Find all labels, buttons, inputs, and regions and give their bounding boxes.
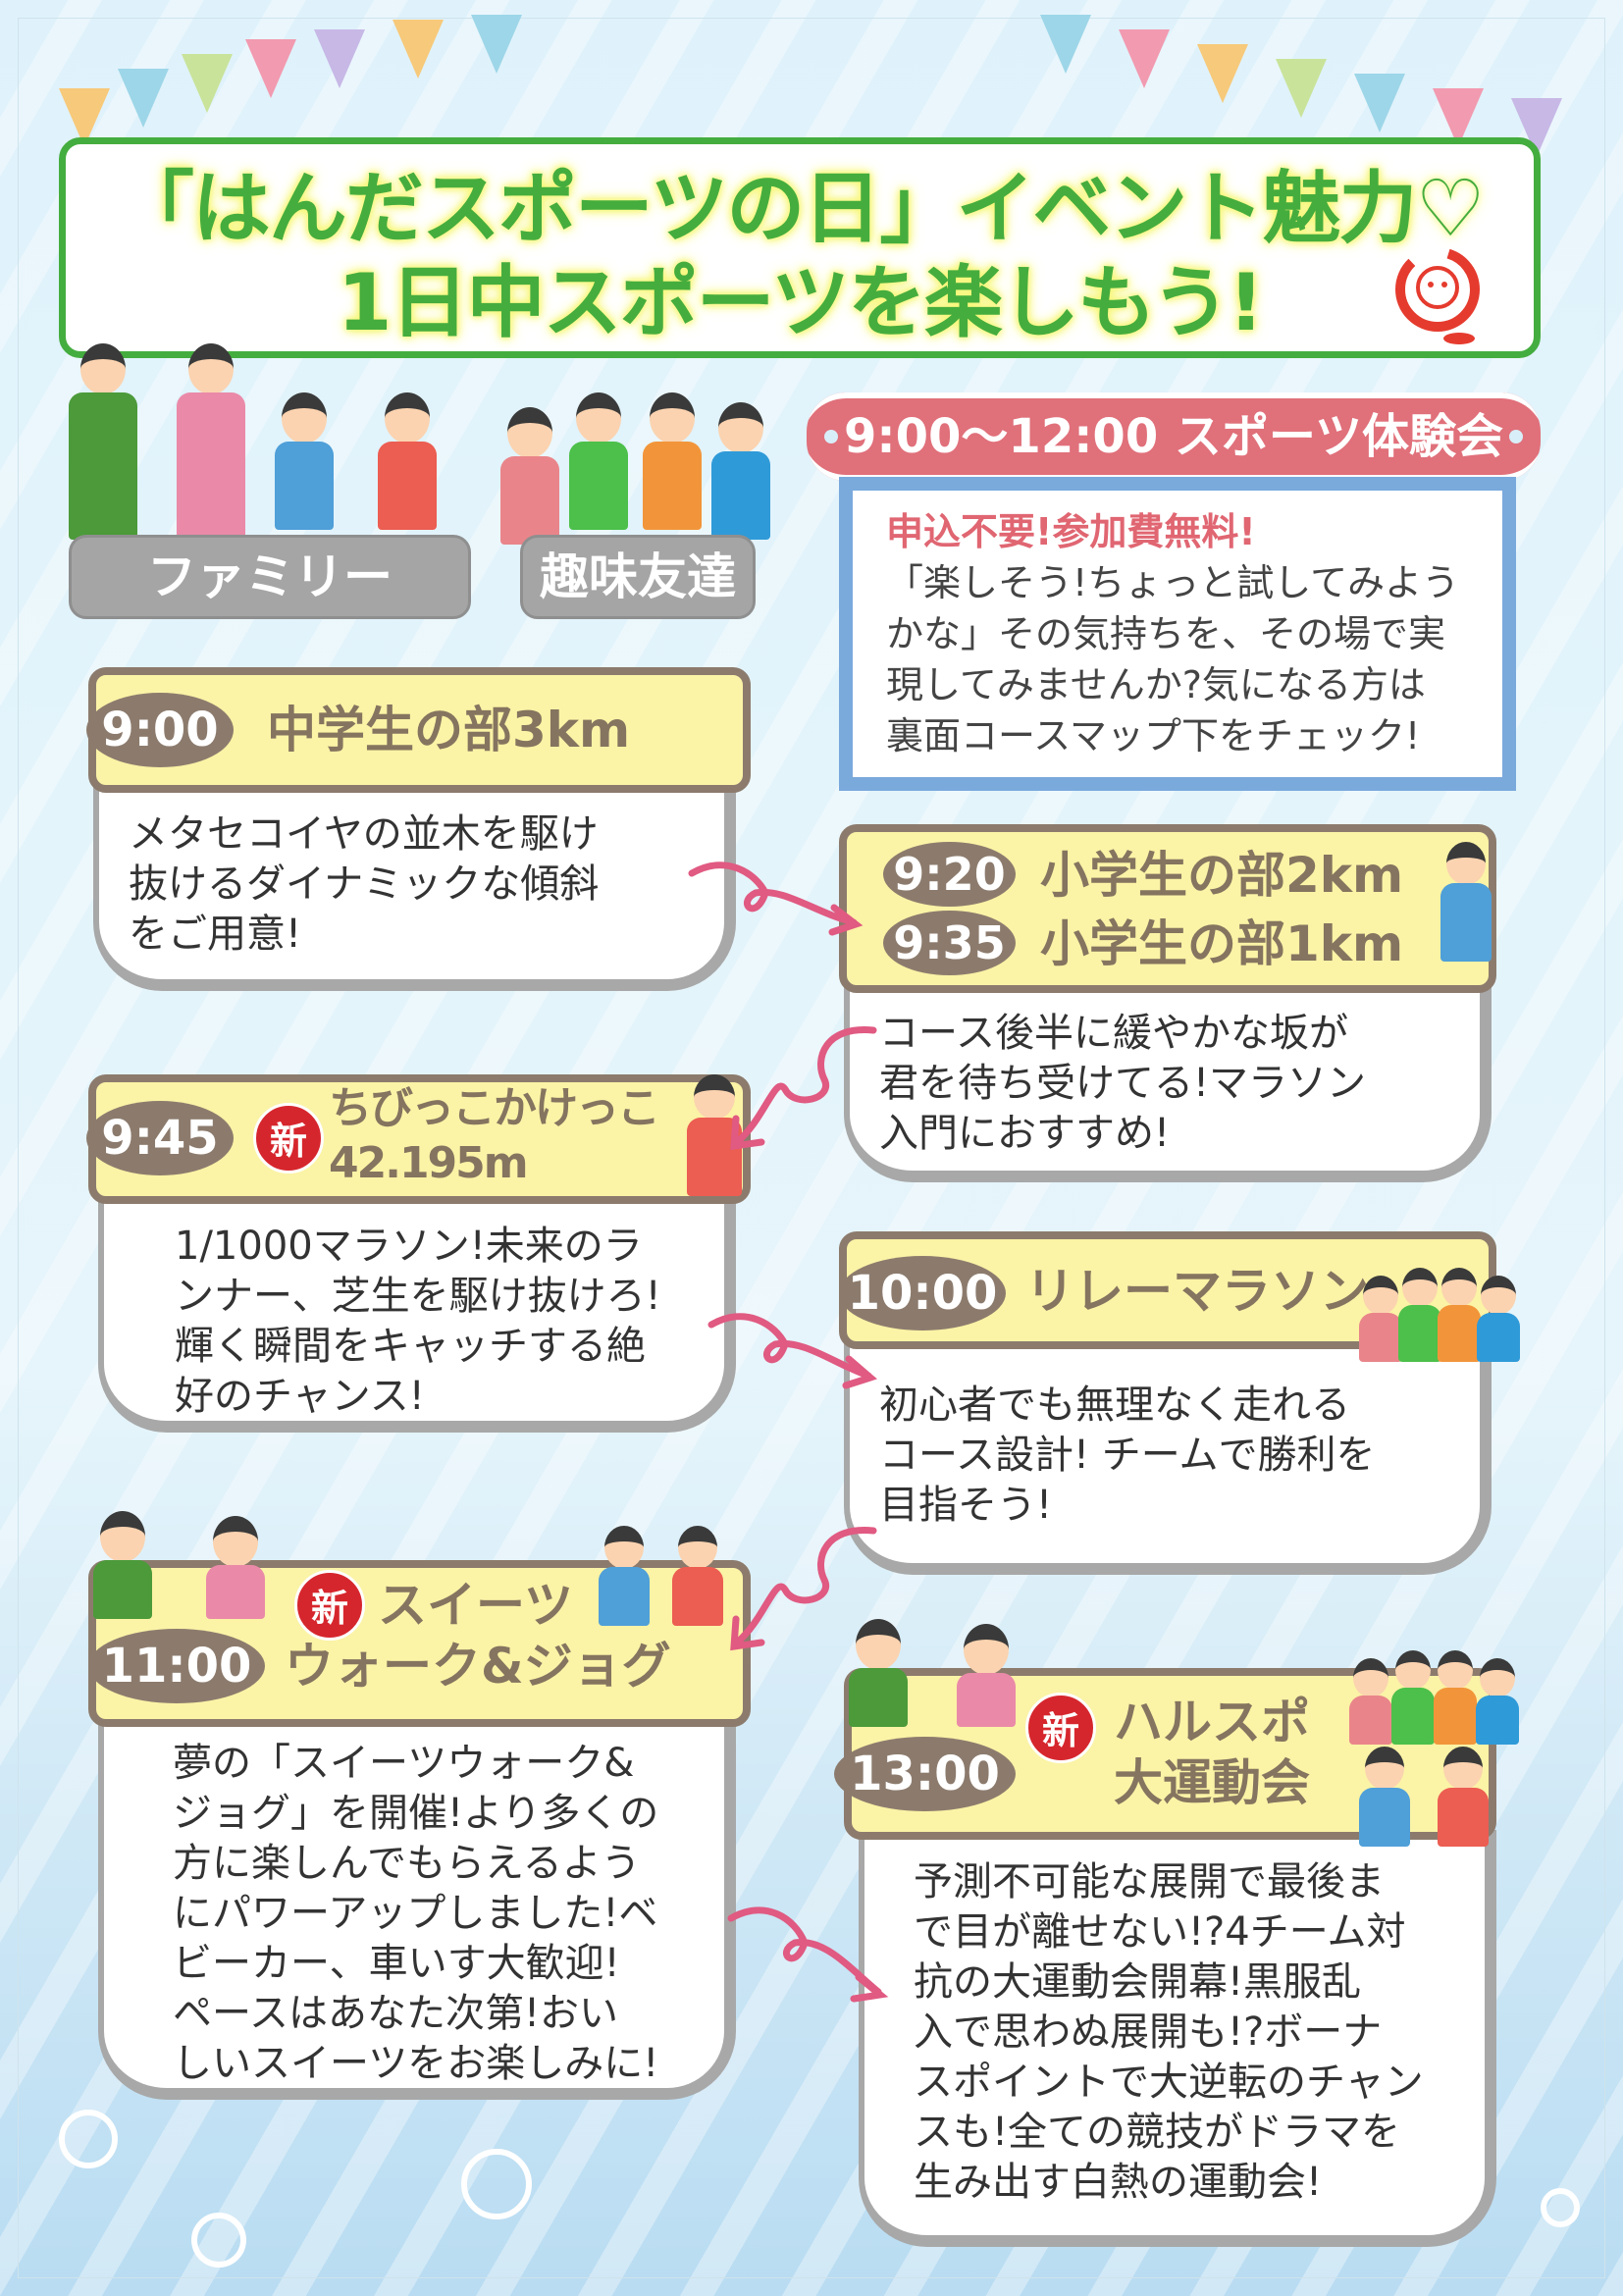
event-desc-line: メタセコイヤの並木を駆け [129, 811, 599, 857]
person-illustration [500, 407, 559, 545]
event-name: 小学生の部2km [1040, 847, 1404, 904]
event-desc-line: 方に楽しんでもらえるよう [173, 1841, 641, 1886]
event-name-line: ハルスポ [1114, 1694, 1310, 1750]
bubble-decoration [1541, 2188, 1580, 2227]
person-illustration [206, 1516, 265, 1619]
event-desc-line: ンナー、芝生を駆け抜けろ! [175, 1274, 661, 1319]
title-line-2: 1日中スポーツを楽しもう! [337, 257, 1264, 348]
title-line-1: 「はんだスポーツの日」イベント魅力♡ [115, 163, 1486, 254]
event-desc-line: 抜けるダイナミックな傾斜 [129, 861, 600, 907]
arrow-icon [730, 1527, 877, 1651]
event-desc-line: 入門におすすめ! [879, 1111, 1171, 1156]
person-illustration [1438, 1268, 1481, 1362]
event-desc-line: ジョグ」を開催!より多くの [173, 1791, 659, 1836]
event-name-line: 42.195m [329, 1138, 529, 1188]
person-illustration [275, 392, 334, 530]
event-time: 13:00 [834, 1737, 1016, 1811]
new-badge: 新 [1025, 1693, 1096, 1763]
event-desc-line: 1/1000マラソン!未来のラ [175, 1224, 643, 1269]
person-illustration [957, 1624, 1016, 1727]
event-name: リレーマラソン [1025, 1263, 1369, 1320]
person-illustration [599, 1526, 650, 1626]
event-desc-line: 生み出す白熱の運動会! [914, 2160, 1323, 2205]
event-time: 11:00 [88, 1629, 265, 1703]
experience-line: かな」その気持ちを、その場で実 [886, 612, 1446, 655]
event-desc-line: スポイントで大逆転のチャン [914, 2060, 1424, 2105]
person-illustration [1476, 1658, 1519, 1745]
event-desc-line: 予測不可能な展開で最後ま [914, 1859, 1385, 1905]
event-time: 10:00 [839, 1256, 1006, 1331]
event-name-line: ちびっこかけっこ [329, 1083, 660, 1133]
event-time: 9:45 [86, 1101, 234, 1175]
event-desc-line: 初心者でも無理なく走れる [879, 1383, 1350, 1428]
event-time: 9:00 [86, 693, 234, 767]
person-illustration [1359, 1747, 1410, 1847]
experience-line: 裏面コースマップ下をチェック! [886, 714, 1421, 757]
event-desc-line: コース後半に緩やかな坂が [879, 1011, 1348, 1056]
friends-label: 趣味友達 [520, 535, 756, 619]
arrow-icon [730, 1026, 877, 1151]
family-label: ファミリー [69, 535, 471, 619]
person-illustration [378, 392, 437, 530]
bubble-decoration [461, 2149, 532, 2219]
arrow-icon [727, 1906, 889, 2003]
person-illustration [1440, 842, 1492, 962]
event-desc-line: 夢の「スイーツウォーク& [173, 1741, 635, 1786]
experience-line: 「楽しそう!ちょっと試してみよう [886, 561, 1460, 604]
arrow-icon [707, 1313, 878, 1389]
free-entry-note: 申込不要!参加費無料! [886, 510, 1256, 553]
event-desc-line: 入で思わぬ展開も!?ボーナ [914, 2009, 1383, 2055]
event-desc-line: 君を待ち受けてる!マラソン [879, 1061, 1367, 1106]
event-desc-line: 抗の大運動会開幕!黒服乱 [914, 1959, 1362, 2005]
mascot-logo-icon [1395, 247, 1480, 344]
event-name: ハルスポ大運動会 [1114, 1692, 1310, 1813]
event-name: スイーツ [378, 1577, 573, 1634]
page-frame [18, 18, 1605, 2278]
person-illustration [93, 1511, 152, 1619]
event-time: 9:20 [883, 842, 1016, 907]
event-name-line: 大運動会 [1114, 1754, 1310, 1811]
person-illustration [1398, 1268, 1441, 1362]
sports-experience-box: 申込不要!参加費無料! 「楽しそう!ちょっと試してみよう かな」その気持ちを、そ… [839, 477, 1516, 791]
person-illustration [1349, 1658, 1392, 1745]
person-illustration [1434, 1650, 1477, 1745]
event-desc-line: スも!全ての競技がドラマを [914, 2110, 1401, 2155]
person-illustration [1359, 1276, 1402, 1362]
title-box: 「はんだスポーツの日」イベント魅力♡ 1日中スポーツを楽しもう! [59, 137, 1541, 358]
person-illustration [569, 392, 628, 530]
person-illustration [177, 343, 245, 540]
event-name-2: 小学生の部1km [1040, 915, 1404, 972]
event-desc-line: 輝く瞬間をキャッチする絶 [175, 1324, 646, 1369]
experience-line: 現してみませんか?気になる方は [886, 663, 1426, 706]
person-illustration [849, 1619, 908, 1727]
event-desc-line: にパワーアップしました!ベ [173, 1891, 658, 1936]
sports-experience-banner: 9:00〜12:00 スポーツ体験会 [807, 392, 1541, 481]
person-illustration [711, 402, 770, 540]
event-desc-line: で目が離せない!?4チーム対 [914, 1909, 1406, 1955]
person-illustration [1477, 1276, 1520, 1362]
new-badge: 新 [294, 1570, 365, 1641]
event-name: 中学生の部3km [267, 702, 631, 758]
event-desc-line: 好のチャンス! [175, 1374, 425, 1419]
bubble-decoration [59, 2110, 118, 2168]
event-desc-line: コース設計! チームで勝利を [879, 1433, 1376, 1478]
person-illustration [672, 1526, 723, 1626]
event-desc-line: 目指そう! [879, 1483, 1053, 1528]
person-illustration [1438, 1747, 1489, 1847]
event-desc-line: をご用意! [129, 912, 302, 957]
event-time-2: 9:35 [883, 911, 1016, 975]
new-badge: 新 [253, 1103, 324, 1174]
person-illustration [69, 343, 137, 540]
event-desc-line: ビーカー、車いす大歓迎! [173, 1941, 620, 1986]
event-desc-line: ペースはあなた次第!おい [173, 1991, 619, 2036]
event-name-2: ウォーク&ジョグ [285, 1638, 671, 1695]
event-desc-line: しいスイーツをお楽しみに! [173, 2041, 659, 2086]
bubble-decoration [191, 2213, 246, 2268]
person-illustration [1391, 1650, 1435, 1745]
person-illustration [643, 392, 702, 530]
arrow-icon [688, 861, 864, 936]
